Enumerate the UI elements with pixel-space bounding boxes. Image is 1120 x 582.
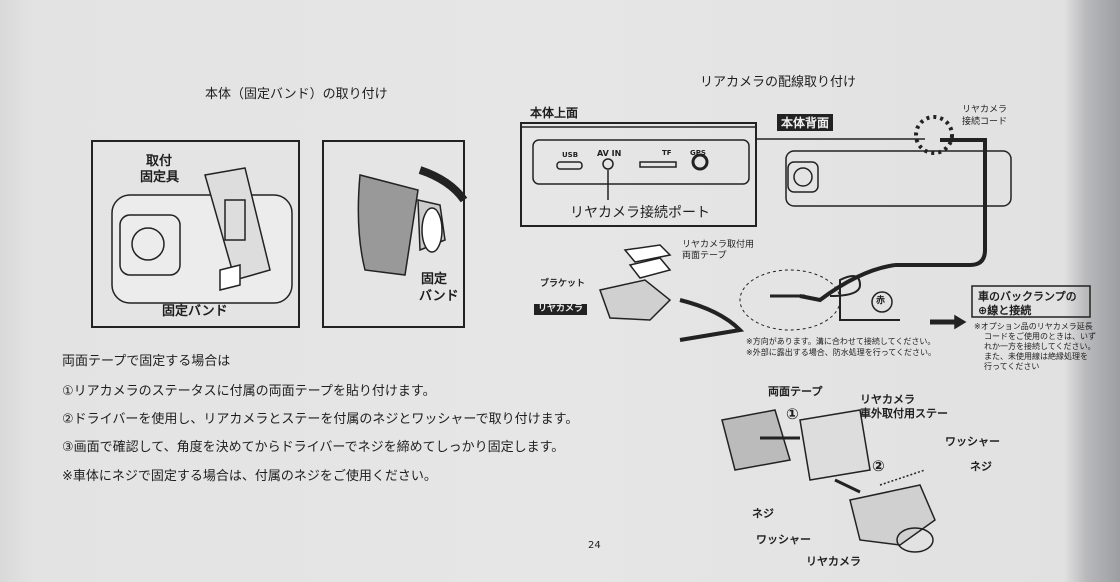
double-sided-tape — [721, 409, 791, 471]
bracket — [628, 257, 672, 279]
assembly-screw: ネジ — [970, 460, 992, 473]
fixing-band — [204, 167, 271, 281]
port-gps: GPS — [690, 149, 706, 157]
mounting-stay — [799, 409, 871, 481]
label-fixture: 取付 — [146, 154, 173, 169]
lens-icon — [131, 227, 165, 261]
av-in-port — [602, 158, 614, 170]
highlight-circle — [914, 115, 954, 155]
cord-label-1: リヤカメラ — [962, 105, 1008, 115]
red-mark: 赤 — [876, 296, 886, 306]
option-note-3: れか一方を接続してください。 — [984, 342, 1096, 351]
step-3: ③画面で確認して、角度を決めてからドライバーでネジを締めてしっかり固定します。 — [62, 440, 565, 455]
camera-label: リヤカメラ — [534, 304, 588, 315]
screw-note: ※車体にネジで固定する場合は、付属のネジをご使用ください。 — [62, 469, 437, 484]
option-note-4: また、未使用線は絶縁処理を — [984, 352, 1088, 361]
page-number: 24 — [588, 540, 601, 551]
backlamp-2: ⊕線と接続 — [978, 304, 1032, 317]
assembly-stay-2: 車外取付用ステー — [860, 407, 948, 420]
label-fixture-2: 固定具 — [140, 170, 180, 185]
mirror-side — [357, 174, 419, 276]
instructions-heading: 両面テープで固定する場合は — [62, 354, 231, 369]
option-note-2: コードをご使用のときは、いず — [984, 332, 1096, 341]
assembly-washer-2: ワッシャー — [756, 533, 811, 546]
top-panel — [532, 139, 750, 185]
assembly-step-2: ② — [872, 457, 885, 475]
top-view-label: 本体上面 — [530, 106, 579, 120]
tape-label-2: 両面テープ — [682, 251, 727, 261]
assembly-washer: ワッシャー — [945, 435, 1000, 448]
gps-port — [691, 153, 709, 171]
step-2: ②ドライバーを使用し、リアカメラとステーを付属のネジとワッシャーで取り付けます。 — [62, 412, 579, 427]
rear-camera-cord — [895, 138, 987, 267]
assembly-camera: リヤカメラ — [806, 555, 861, 568]
port-usb: USB — [562, 151, 579, 159]
assembly-tape: 両面テープ — [768, 385, 823, 398]
port-callout: リヤカメラ接続ポート — [570, 205, 710, 221]
bracket-label: ブラケット — [540, 279, 586, 289]
red-wire-mark — [871, 291, 893, 313]
port-tf: TF — [662, 149, 672, 157]
figure-frame-side — [322, 140, 465, 328]
label-band-side-2: バンド — [419, 289, 459, 304]
assembly-step-1: ① — [786, 405, 799, 423]
rear-camera-body — [599, 279, 672, 321]
assembly-screw-2: ネジ — [752, 507, 774, 520]
backlamp-box — [971, 285, 1091, 318]
note-waterproof: ※外部に露出する場合、防水処理を行ってください。 — [746, 348, 937, 357]
option-note-1: ※オプション品のリヤカメラ延長 — [974, 322, 1093, 331]
cord-label-2: 接続コード — [962, 117, 1008, 127]
tape-label-1: リヤカメラ取付用 — [682, 240, 755, 250]
camera-lens-housing — [119, 214, 181, 276]
section-title-wiring: リアカメラの配線取り付け — [700, 75, 857, 90]
back-view-body — [785, 150, 1012, 207]
option-note-5: 行ってください — [984, 362, 1040, 371]
rear-camera-assembly — [849, 484, 936, 546]
label-band-side-1: 固定 — [421, 272, 448, 287]
port-av-in: AV IN — [597, 149, 622, 158]
section-title-band: 本体（固定バンド）の取り付け — [205, 87, 388, 102]
camera-icon — [787, 161, 819, 193]
note-direction: ※方向があります。溝に合わせて接続してください。 — [746, 337, 936, 346]
usb-port — [556, 161, 583, 170]
label-band: 固定バンド — [162, 304, 228, 319]
assembly-stay-1: リヤカメラ — [860, 393, 915, 406]
back-view-label: 本体背面 — [777, 114, 834, 131]
step-1: ①リアカメラのステータスに付属の両面テープを貼り付けます。 — [62, 384, 436, 399]
top-view-frame — [520, 122, 757, 227]
backlamp-1: 車のバックランプの — [978, 290, 1077, 303]
figure-frame-band — [91, 140, 300, 328]
